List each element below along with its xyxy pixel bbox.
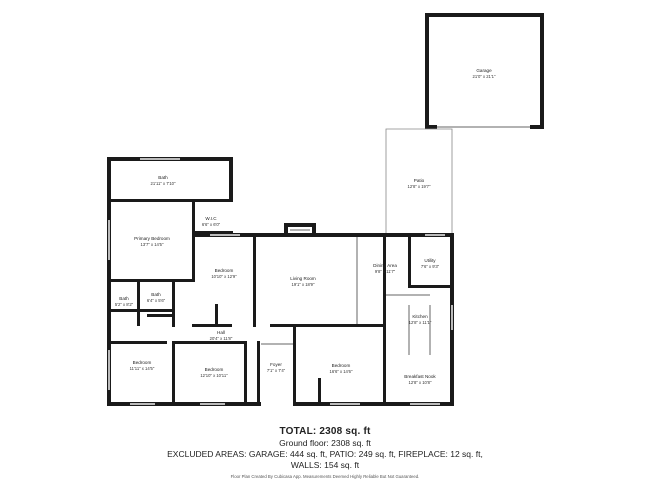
kitchen-dims: 12'8" x 11'1"	[409, 320, 432, 325]
garage-wall-bottom-right	[530, 125, 544, 129]
garage-wall-left	[425, 13, 429, 129]
wall-bath-top-bottom	[107, 199, 233, 202]
bedroom-s-dims: 12'10" x 10'11"	[200, 373, 228, 378]
excluded-areas: EXCLUDED AREAS: GARAGE: 444 sq. ft, PATI…	[167, 449, 483, 459]
living-room-dims: 19'1" x 18'9"	[292, 282, 315, 287]
breakfast-nook-name: Breakfast Nook	[404, 374, 436, 379]
bath-top-dims: 21'11" x 7'10"	[151, 181, 176, 186]
bath-top-name: Bath	[158, 175, 168, 180]
primary-bedroom-name: Primary Bedroom	[134, 236, 170, 241]
wall-wic-bottom	[192, 231, 233, 234]
wall-bed-mid-bottom	[192, 324, 232, 327]
wall-bed-mid-right	[253, 233, 256, 327]
wall-utility-bottom	[408, 285, 454, 288]
bedroom-sw-dims: 11'11" x 14'5"	[130, 366, 155, 371]
wall-foyer-left	[257, 341, 260, 406]
wall-bed-s-right	[244, 341, 247, 406]
wall-bed-sw-right	[172, 341, 175, 406]
dining-area-dims: 9'8" x 11'7"	[375, 269, 396, 274]
wall-living-bottom	[270, 324, 385, 327]
wall-bed-se-closet	[318, 378, 321, 406]
room-labels: Garage 21'0" x 21'1" Patio 12'8" x 19'7"…	[115, 68, 496, 385]
kitchen-name: Kitchen	[412, 314, 428, 319]
fireplace-left	[284, 223, 288, 237]
wall-primary-bottom	[107, 279, 195, 282]
hall-dims: 20'4" x 11'8"	[210, 336, 233, 341]
wall-hall-bottom-mid	[175, 341, 247, 344]
wic-dims: 6'6" x 6'0"	[202, 222, 221, 227]
fireplace-right	[312, 223, 316, 237]
bath-small-2-name: Bath	[151, 292, 161, 297]
hall-name: Hall	[217, 330, 225, 335]
wall-bath-right	[172, 279, 175, 327]
bedroom-se-name: Bedroom	[332, 363, 351, 368]
patio-dims: 12'8" x 19'7"	[408, 184, 431, 189]
foyer-dims: 7'1" x 7'4"	[267, 368, 286, 373]
primary-bedroom-dims: 13'7" x 14'5"	[141, 242, 164, 247]
garage-name: Garage	[476, 68, 492, 73]
ground-floor-area: Ground floor: 2308 sq. ft	[279, 438, 371, 448]
dining-area-name: Dining Area	[373, 263, 397, 268]
wall-bottom-right	[295, 402, 454, 406]
garage-wall-bottom-left	[425, 125, 437, 129]
interior-lines	[261, 237, 431, 355]
credit-line: Floor Plan Created By Cubicasa App. Meas…	[230, 474, 420, 479]
wall-left-wing-right-upper	[229, 157, 233, 202]
wall-dining-right	[383, 233, 386, 406]
wall-dining-stub	[357, 324, 360, 327]
garage-wall-top	[425, 13, 544, 17]
living-room-name: Living Room	[290, 276, 316, 281]
patio-outline	[385, 128, 453, 233]
garage-dims: 21'0" x 21'1"	[473, 74, 496, 79]
bedroom-mid-name: Bedroom	[215, 268, 234, 273]
wall-bath-divider	[137, 279, 140, 326]
wall-bath-bottom-2	[137, 309, 175, 312]
wall-bed-mid-closet	[215, 304, 218, 327]
wic-name: W.I.C	[205, 216, 217, 221]
wall-bath-closet	[147, 314, 175, 317]
bedroom-s-name: Bedroom	[205, 367, 224, 372]
wall-main-top	[192, 233, 454, 237]
garage-wall-right	[540, 13, 544, 129]
breakfast-nook-dims: 12'8" x 10'8"	[409, 380, 432, 385]
bath-small-1-name: Bath	[119, 296, 129, 301]
utility-dims: 7'6" x 9'3"	[421, 264, 440, 269]
patio-name: Patio	[414, 178, 425, 183]
wall-bottom-left	[107, 402, 257, 406]
utility-name: Utility	[424, 258, 436, 263]
patio	[385, 128, 453, 233]
windows	[108, 158, 453, 405]
wall-hall-bottom-left	[107, 341, 167, 344]
bath-small-1-dims: 5'2" x 8'2"	[115, 302, 134, 307]
bath-small-2-dims: 6'4" x 5'6"	[147, 298, 166, 303]
garage	[425, 13, 544, 129]
wall-utility-left	[408, 233, 411, 288]
wall-foyer-right	[293, 326, 296, 406]
wall-bath-bottom-1	[107, 309, 140, 312]
walls-area: WALLS: 154 sq. ft	[290, 460, 360, 470]
fireplace-box	[284, 223, 316, 227]
total-area: TOTAL: 2308 sq. ft	[279, 426, 371, 437]
interior-walls	[107, 199, 454, 406]
bedroom-sw-name: Bedroom	[133, 360, 152, 365]
bedroom-se-dims: 16'6" x 14'6"	[330, 369, 353, 374]
wall-wic-left	[192, 199, 195, 279]
foyer-name: Foyer	[270, 362, 282, 367]
bedroom-mid-dims: 10'10" x 12'9"	[211, 274, 237, 279]
